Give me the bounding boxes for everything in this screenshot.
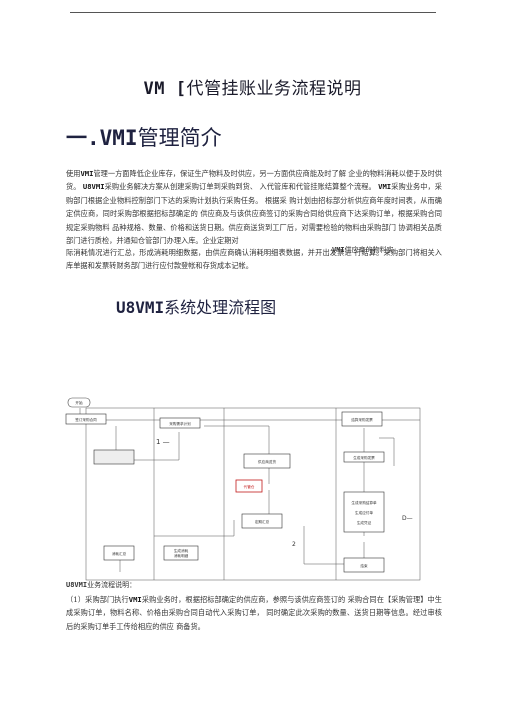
flow-node-label: 供应商送货 (258, 459, 276, 464)
para-term: VMI (128, 595, 142, 604)
flow-node-label: 定期汇总 (255, 519, 270, 524)
flow-mark: D— (402, 515, 413, 522)
para-term: U8VMI (82, 182, 105, 192)
section-title: 管理简介 (137, 126, 222, 150)
para-text: 采购业务时，根据招标部确定的供应商，参照与该供应商签订的 采购合同在【采购管理】… (66, 595, 442, 631)
document-title: VM [代管挂账业务流程说明 (0, 74, 505, 99)
flow-node-label: 生成采购发票 (353, 455, 375, 460)
flow-node-label: 结束 (360, 563, 368, 568)
note-text: 供应商的物料实 (344, 246, 394, 254)
flow-node (341, 411, 383, 427)
title-text: 代管挂账业务流程说明 (186, 79, 362, 99)
flow-node-label: 消耗明细 (174, 553, 189, 558)
flow-mark: 2 (292, 541, 296, 548)
continuation-paragraph: 际消耗情况进行汇总，形成消耗明细数据，由供应商确认消耗明细表数据，并开出发票进 … (66, 248, 442, 271)
flow-node-label: 生成消耗 (174, 548, 189, 553)
flow-start-label: 开始 (75, 400, 83, 405)
title-prefix: VM [ (143, 79, 187, 99)
flow-node (103, 545, 135, 561)
inline-note: VMI供应商的物料实 (332, 245, 394, 255)
para-text: 使用 (66, 169, 81, 178)
swimlane-frame (85, 407, 421, 581)
caption-term: U8VMI (66, 581, 88, 589)
flow-mark: 1 — (156, 438, 170, 446)
flow-node (159, 417, 201, 429)
note-term: VMI (332, 246, 345, 254)
section-heading-1: 一.VMI管理简介 (66, 122, 222, 152)
para-term: VMI (378, 182, 392, 192)
flow-start (67, 397, 91, 408)
section2-title: 系统处理流程图 (164, 298, 277, 317)
section-number: 一.VMI (66, 126, 138, 150)
flow-node-label: 签订采购合同 (75, 417, 97, 422)
process-caption: U8VMI业务流程说明： (66, 580, 136, 590)
intro-paragraph: 使用VMI管理一方面降低企业库存，保证生产物料及时供应，另一方面供应商能及时了解… (66, 167, 442, 247)
flow-node (243, 453, 291, 469)
flow-node (163, 545, 199, 561)
flow-node-label: 消耗汇总 (112, 551, 127, 556)
flow-node (343, 491, 385, 533)
flow-node (343, 451, 385, 463)
section2-prefix: U8VMI (116, 298, 165, 317)
flow-node-label: 生成采购结算单 (351, 500, 377, 505)
flow-node-label: 采购需求计划 (169, 421, 191, 426)
caption-text: 业务流程说明： (87, 581, 137, 589)
flow-node (93, 449, 135, 465)
flow-node (65, 413, 107, 425)
flow-node (241, 513, 283, 529)
section-heading-2: U8VMI系统处理流程图 (116, 294, 276, 318)
flow-node-label: 代管仓 (244, 484, 255, 489)
header-rule (70, 12, 436, 13)
flowchart: 开始 签订采购合同 采购需求计划 供应商送货 代管仓 定期汇总 消耗汇总 生成消… (65, 397, 421, 581)
para-text: 采购业务中，采购部门根据企业物料控制部门下达的采购计划执行采购任务。 根据采 购… (66, 182, 442, 246)
flow-node-label: 结算采购发票 (351, 417, 373, 422)
para-text: 管理一方面降低企业库存，保证生产物料及时供应，另一方面供应商能及时了解 企业的物… (66, 169, 442, 192)
para-term: VMI (80, 169, 94, 178)
para-text: （1）采购部门执行 (66, 595, 129, 604)
flow-node-label: 生成凭证 (357, 520, 372, 525)
process-paragraph: （1）采购部门执行VMI采购业务时，根据招标部确定的供应商，参照与该供应商签订的… (66, 593, 442, 633)
flow-node (343, 557, 385, 573)
flow-node-highlight (235, 479, 263, 493)
flow-node-label: 生成应付单 (355, 510, 373, 515)
para-text: 采购业务解决方案从创建采购订单到采购到货、 入代管库和代管挂账结算整个流程。 (104, 182, 376, 192)
